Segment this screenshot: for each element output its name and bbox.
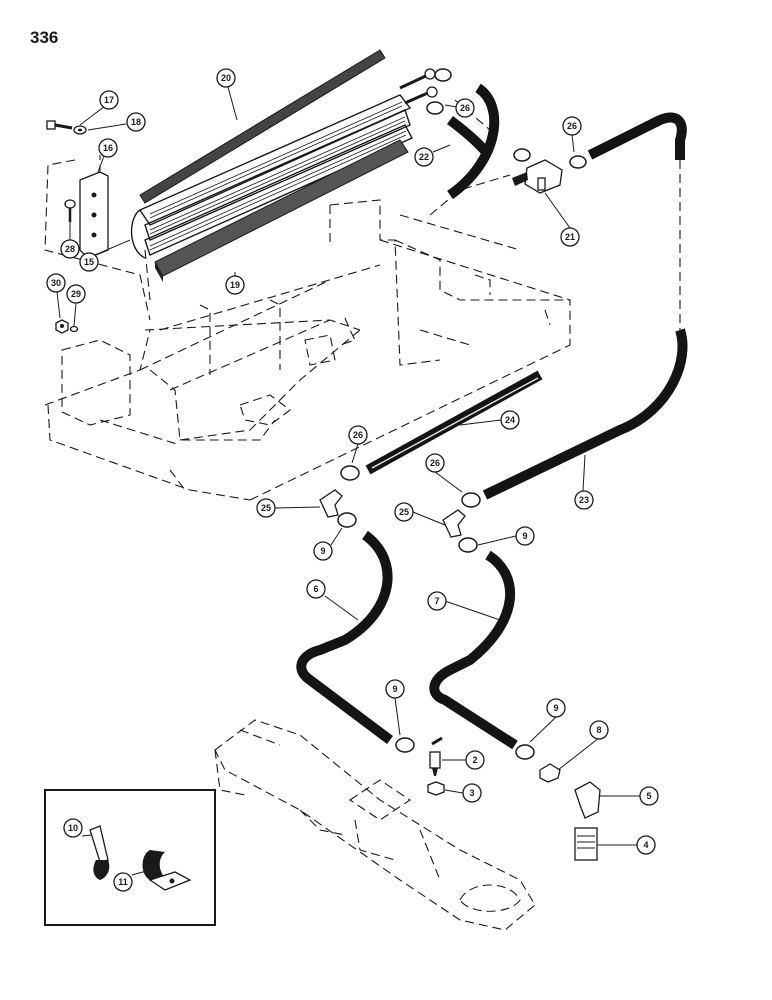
callout-30: 30 (46, 273, 66, 293)
top-seal-strip (139, 49, 386, 204)
callout-22: 22 (414, 147, 434, 167)
svg-text:3: 3 (469, 788, 474, 798)
foam-seal-strip (154, 139, 409, 282)
svg-text:25: 25 (399, 507, 409, 517)
screw (64, 199, 76, 222)
svg-text:25: 25 (261, 503, 271, 513)
adapter-fitting (539, 763, 561, 783)
callout-8: 8 (589, 720, 609, 740)
inset-box (44, 789, 216, 926)
mounting-frame (44, 99, 681, 501)
svg-text:18: 18 (131, 117, 141, 127)
svg-text:30: 30 (51, 278, 61, 288)
page-number: 336 (30, 28, 59, 47)
hose-24 (365, 370, 543, 475)
svg-text:9: 9 (522, 531, 527, 541)
valve-hose-upper (587, 112, 687, 160)
callout-17: 17 (99, 90, 119, 110)
callout-9-d: 9 (546, 698, 566, 718)
callout-26-d: 26 (425, 453, 445, 473)
svg-text:2: 2 (472, 755, 477, 765)
callout-11: 11 (113, 872, 133, 892)
hose-clamp-9 (337, 512, 535, 760)
svg-text:26: 26 (567, 121, 577, 131)
svg-text:9: 9 (392, 684, 397, 694)
callout-26-c: 26 (348, 425, 368, 445)
svg-text:22: 22 (419, 152, 429, 162)
pipe-plug (427, 781, 445, 796)
water-manifold (214, 719, 536, 931)
callout-25-a: 25 (256, 498, 276, 518)
callout-21: 21 (560, 227, 580, 247)
callout-24: 24 (500, 410, 520, 430)
svg-text:7: 7 (434, 596, 439, 606)
elbow-fitting (319, 489, 466, 538)
callout-6: 6 (306, 579, 326, 599)
hose-clamp-26-valve (513, 148, 587, 169)
washer (73, 125, 87, 135)
svg-text:26: 26 (353, 430, 363, 440)
hose-clamp-26-top (426, 68, 452, 115)
callout-9-c: 9 (385, 679, 405, 699)
svg-text:15: 15 (84, 257, 94, 267)
heater-core (130, 68, 438, 259)
callout-26-a: 26 (455, 98, 475, 118)
callout-4: 4 (636, 835, 656, 855)
svg-text:4: 4 (643, 840, 648, 850)
callout-28: 28 (60, 239, 80, 259)
hose-clamp-26-lower (340, 465, 481, 508)
callout-20: 20 (216, 68, 236, 88)
hose-23 (482, 328, 688, 500)
svg-text:23: 23 (579, 495, 589, 505)
svg-text:16: 16 (103, 143, 113, 153)
shutoff-valve (512, 159, 563, 194)
drain-cock (429, 736, 443, 776)
hose-clamp-11 (142, 850, 192, 891)
svg-text:10: 10 (68, 823, 78, 833)
leader-lines (56, 86, 640, 876)
svg-text:5: 5 (646, 791, 651, 801)
hose-7 (429, 550, 518, 750)
bolt (46, 120, 73, 130)
callout-10: 10 (63, 818, 83, 838)
svg-text:20: 20 (221, 73, 231, 83)
lock-washer (69, 325, 79, 333)
callout-7: 7 (427, 591, 447, 611)
nipple-fitting (574, 827, 598, 861)
svg-text:29: 29 (71, 289, 81, 299)
svg-text:9: 9 (320, 546, 325, 556)
callout-2: 2 (465, 750, 485, 770)
hose-clip-10 (89, 825, 110, 880)
elbow-fitting-5 (574, 781, 601, 819)
svg-text:6: 6 (313, 584, 318, 594)
callout-15: 15 (79, 252, 99, 272)
nut (55, 319, 69, 334)
callout-23: 23 (574, 490, 594, 510)
svg-text:21: 21 (565, 232, 575, 242)
hose-22 (446, 83, 500, 200)
callout-25-b: 25 (394, 502, 414, 522)
svg-text:8: 8 (596, 725, 601, 735)
svg-text:24: 24 (505, 415, 515, 425)
svg-text:17: 17 (104, 95, 114, 105)
svg-text:11: 11 (118, 877, 128, 887)
callout-9-b: 9 (515, 526, 535, 546)
svg-text:19: 19 (230, 280, 240, 290)
callout-3: 3 (462, 783, 482, 803)
svg-text:26: 26 (430, 458, 440, 468)
mounting-bracket (79, 171, 109, 259)
svg-text:9: 9 (553, 703, 558, 713)
callout-16: 16 (98, 138, 118, 158)
svg-text:26: 26 (460, 103, 470, 113)
callout-9-a: 9 (313, 541, 333, 561)
hose-6 (296, 530, 393, 744)
callout-18: 18 (126, 112, 146, 132)
callout-29: 29 (66, 284, 86, 304)
callout-5: 5 (639, 786, 659, 806)
callout-19: 19 (225, 275, 245, 295)
callout-26-b: 26 (562, 116, 582, 136)
svg-text:28: 28 (65, 244, 75, 254)
